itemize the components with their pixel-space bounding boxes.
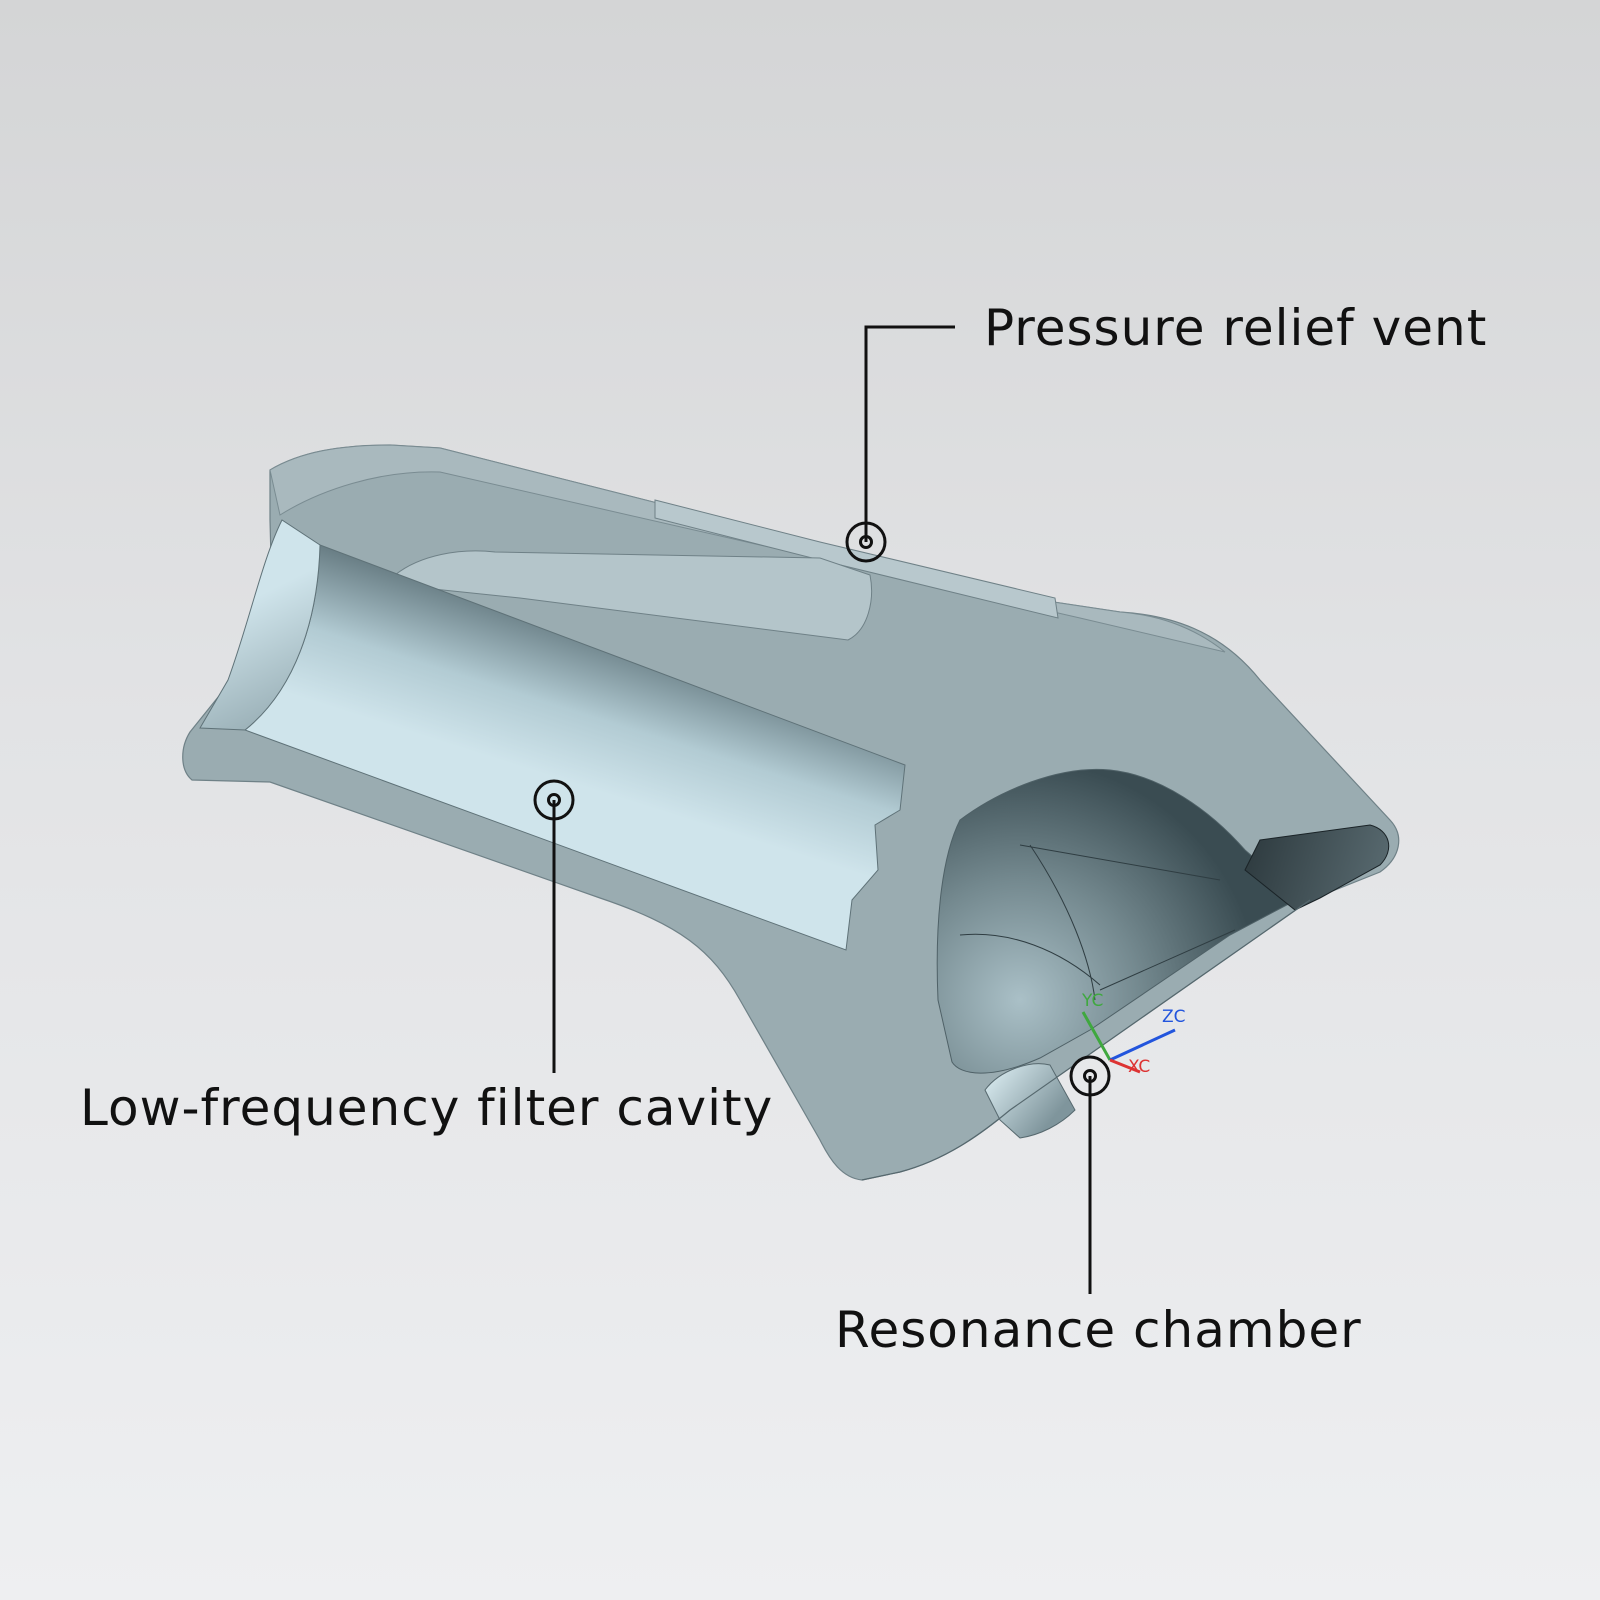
callout-cavity-dot: [547, 793, 561, 807]
y-axis-label: YC: [1081, 991, 1103, 1011]
lower-tube: [984, 1063, 1076, 1139]
callout-chamber: [1069, 1055, 1111, 1294]
callout-vent-dot: [859, 535, 873, 549]
callout-cavity: [533, 779, 575, 1073]
lower-edge: [861, 899, 1311, 1181]
resonance-chamber-label: Resonance chamber: [835, 1301, 1362, 1359]
chamber-rib-lines: [959, 844, 1236, 1001]
end-bore: [199, 519, 321, 731]
coordinate-triad: YC ZC XC: [1081, 991, 1186, 1077]
callout-vent-leader: [864, 325, 955, 542]
callout-chamber-ring: [1069, 1055, 1111, 1097]
filter-cavity-label: Low-frequency filter cavity: [80, 1079, 774, 1137]
resonance-chamber-cavity: [936, 768, 1301, 1074]
x-axis-arrow: [1109, 1058, 1141, 1074]
inner-lip: [394, 550, 873, 641]
callout-cavity-ring: [533, 779, 575, 821]
callout-vent-ring: [845, 521, 887, 563]
x-axis-label: XC: [1128, 1057, 1150, 1077]
callout-vent: [845, 325, 955, 563]
pressure-relief-vent-label: Pressure relief vent: [984, 299, 1488, 357]
chamber-rim: [1244, 824, 1390, 911]
part-top-face: [269, 444, 1226, 653]
z-axis-arrow: [1109, 1028, 1176, 1062]
callout-chamber-dot: [1083, 1069, 1097, 1083]
z-axis-label: ZC: [1162, 1007, 1186, 1027]
y-axis-arrow: [1081, 1011, 1112, 1061]
